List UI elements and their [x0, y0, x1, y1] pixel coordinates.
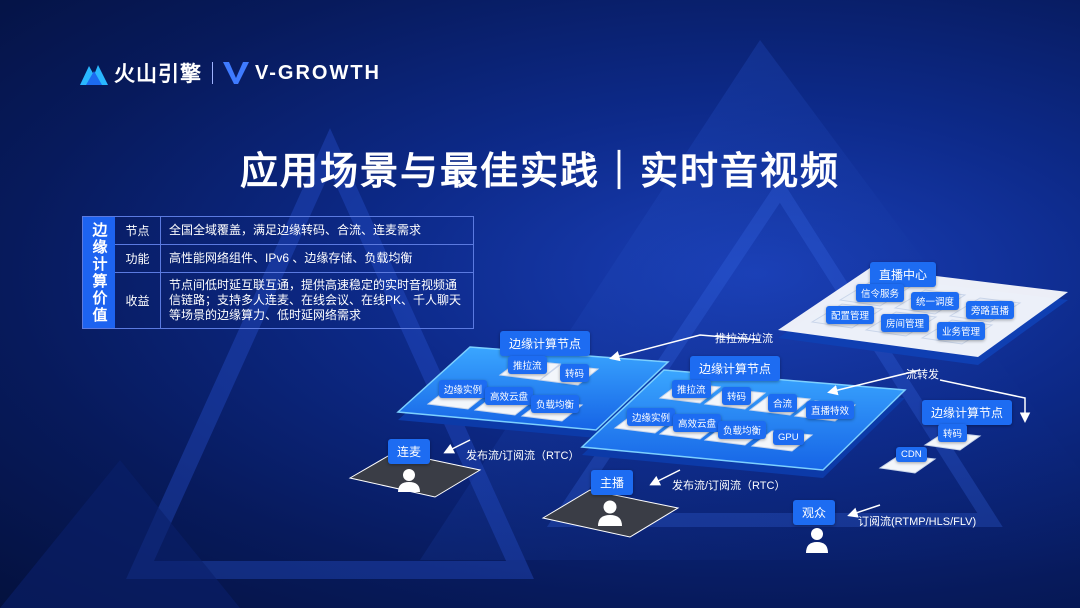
- table-row-value: 高性能网络组件、IPv6 、边缘存储、负载均衡: [169, 251, 413, 265]
- module-label: 转码: [722, 387, 752, 405]
- viewer-label: 观众: [793, 500, 836, 525]
- vgrowth-logo-icon: [223, 62, 249, 84]
- edge-node-right-title: 边缘计算节点: [922, 400, 1013, 425]
- flow-publish-rtc-1: 发布流/订阅流（RTC）: [466, 450, 580, 462]
- module-label: CDN: [896, 447, 927, 462]
- module-label: 统一调度: [911, 292, 960, 310]
- module-label: 负载均衡: [531, 395, 580, 413]
- live-center-title: 直播中心: [870, 262, 937, 287]
- page-title: 应用场景与最佳实践｜实时音视频: [239, 151, 840, 193]
- table-row-key: 节点: [115, 217, 161, 244]
- flow-forward: 流转发: [906, 369, 939, 381]
- flow-publish-rtc-2: 发布流/订阅流（RTC）: [672, 480, 786, 492]
- module-label: 高效云盘: [673, 414, 722, 432]
- person-icon: [806, 528, 828, 553]
- module-label: 推拉流: [508, 356, 547, 374]
- person-icon: [398, 469, 420, 492]
- module-label: 转码: [560, 364, 590, 382]
- module-label: 负载均衡: [718, 421, 767, 439]
- table-row-value: 节点间低时延互联互通，提供高速稳定的实时音视频通信链路；支持多人连麦、在线会议、…: [169, 278, 462, 322]
- module-label: 转码: [938, 424, 968, 442]
- logo-divider: [212, 62, 213, 84]
- flow-push-pull: 推拉流/拉流: [715, 333, 774, 345]
- table-row-key: 收益: [115, 273, 161, 328]
- flow-subscribe: 订阅流(RTMP/HLS/FLV): [858, 516, 977, 528]
- module-label: 房间管理: [881, 314, 930, 332]
- table-row-value: 全国全域覆盖，满足边缘转码、合流、连麦需求: [169, 223, 422, 237]
- module-label: 旁路直播: [966, 301, 1015, 319]
- module-label: 直播特效: [806, 401, 855, 419]
- logo: 火山引擎 V-GROWTH: [80, 58, 381, 88]
- module-label: 边缘实例: [439, 380, 488, 398]
- host-label: 主播: [591, 470, 634, 495]
- module-label: 合流: [768, 394, 798, 412]
- flow-arrows: [443, 334, 1031, 518]
- table-row: 功能 高性能网络组件、IPv6 、边缘存储、负载均衡: [115, 245, 473, 273]
- co-host-label: 连麦: [388, 439, 431, 464]
- person-icon: [598, 500, 622, 526]
- module-label: 高效云盘: [485, 387, 534, 405]
- table-row: 收益 节点间低时延互联互通，提供高速稳定的实时音视频通信链路；支持多人连麦、在线…: [115, 273, 473, 328]
- module-label: 配置管理: [826, 306, 875, 324]
- volcano-logo-icon: [80, 65, 108, 85]
- edge-node-center-title: 边缘计算节点: [690, 356, 781, 381]
- brand-secondary: V-GROWTH: [255, 61, 381, 84]
- host-platform: [541, 489, 680, 538]
- module-label: 业务管理: [937, 322, 986, 340]
- module-label: 边缘实例: [627, 408, 676, 426]
- module-label: 推拉流: [672, 380, 711, 398]
- edge-value-table: 边缘计算价值 节点 全国全域覆盖，满足边缘转码、合流、连麦需求 功能 高性能网络…: [82, 216, 474, 329]
- table-side-header: 边缘计算价值: [83, 217, 115, 328]
- brand-primary: 火山引擎: [114, 63, 202, 86]
- edge-node-left-title: 边缘计算节点: [500, 331, 591, 356]
- table-row: 节点 全国全域覆盖，满足边缘转码、合流、连麦需求: [115, 217, 473, 245]
- module-label: 信令服务: [856, 284, 905, 302]
- table-row-key: 功能: [115, 245, 161, 272]
- module-label: GPU: [773, 430, 804, 445]
